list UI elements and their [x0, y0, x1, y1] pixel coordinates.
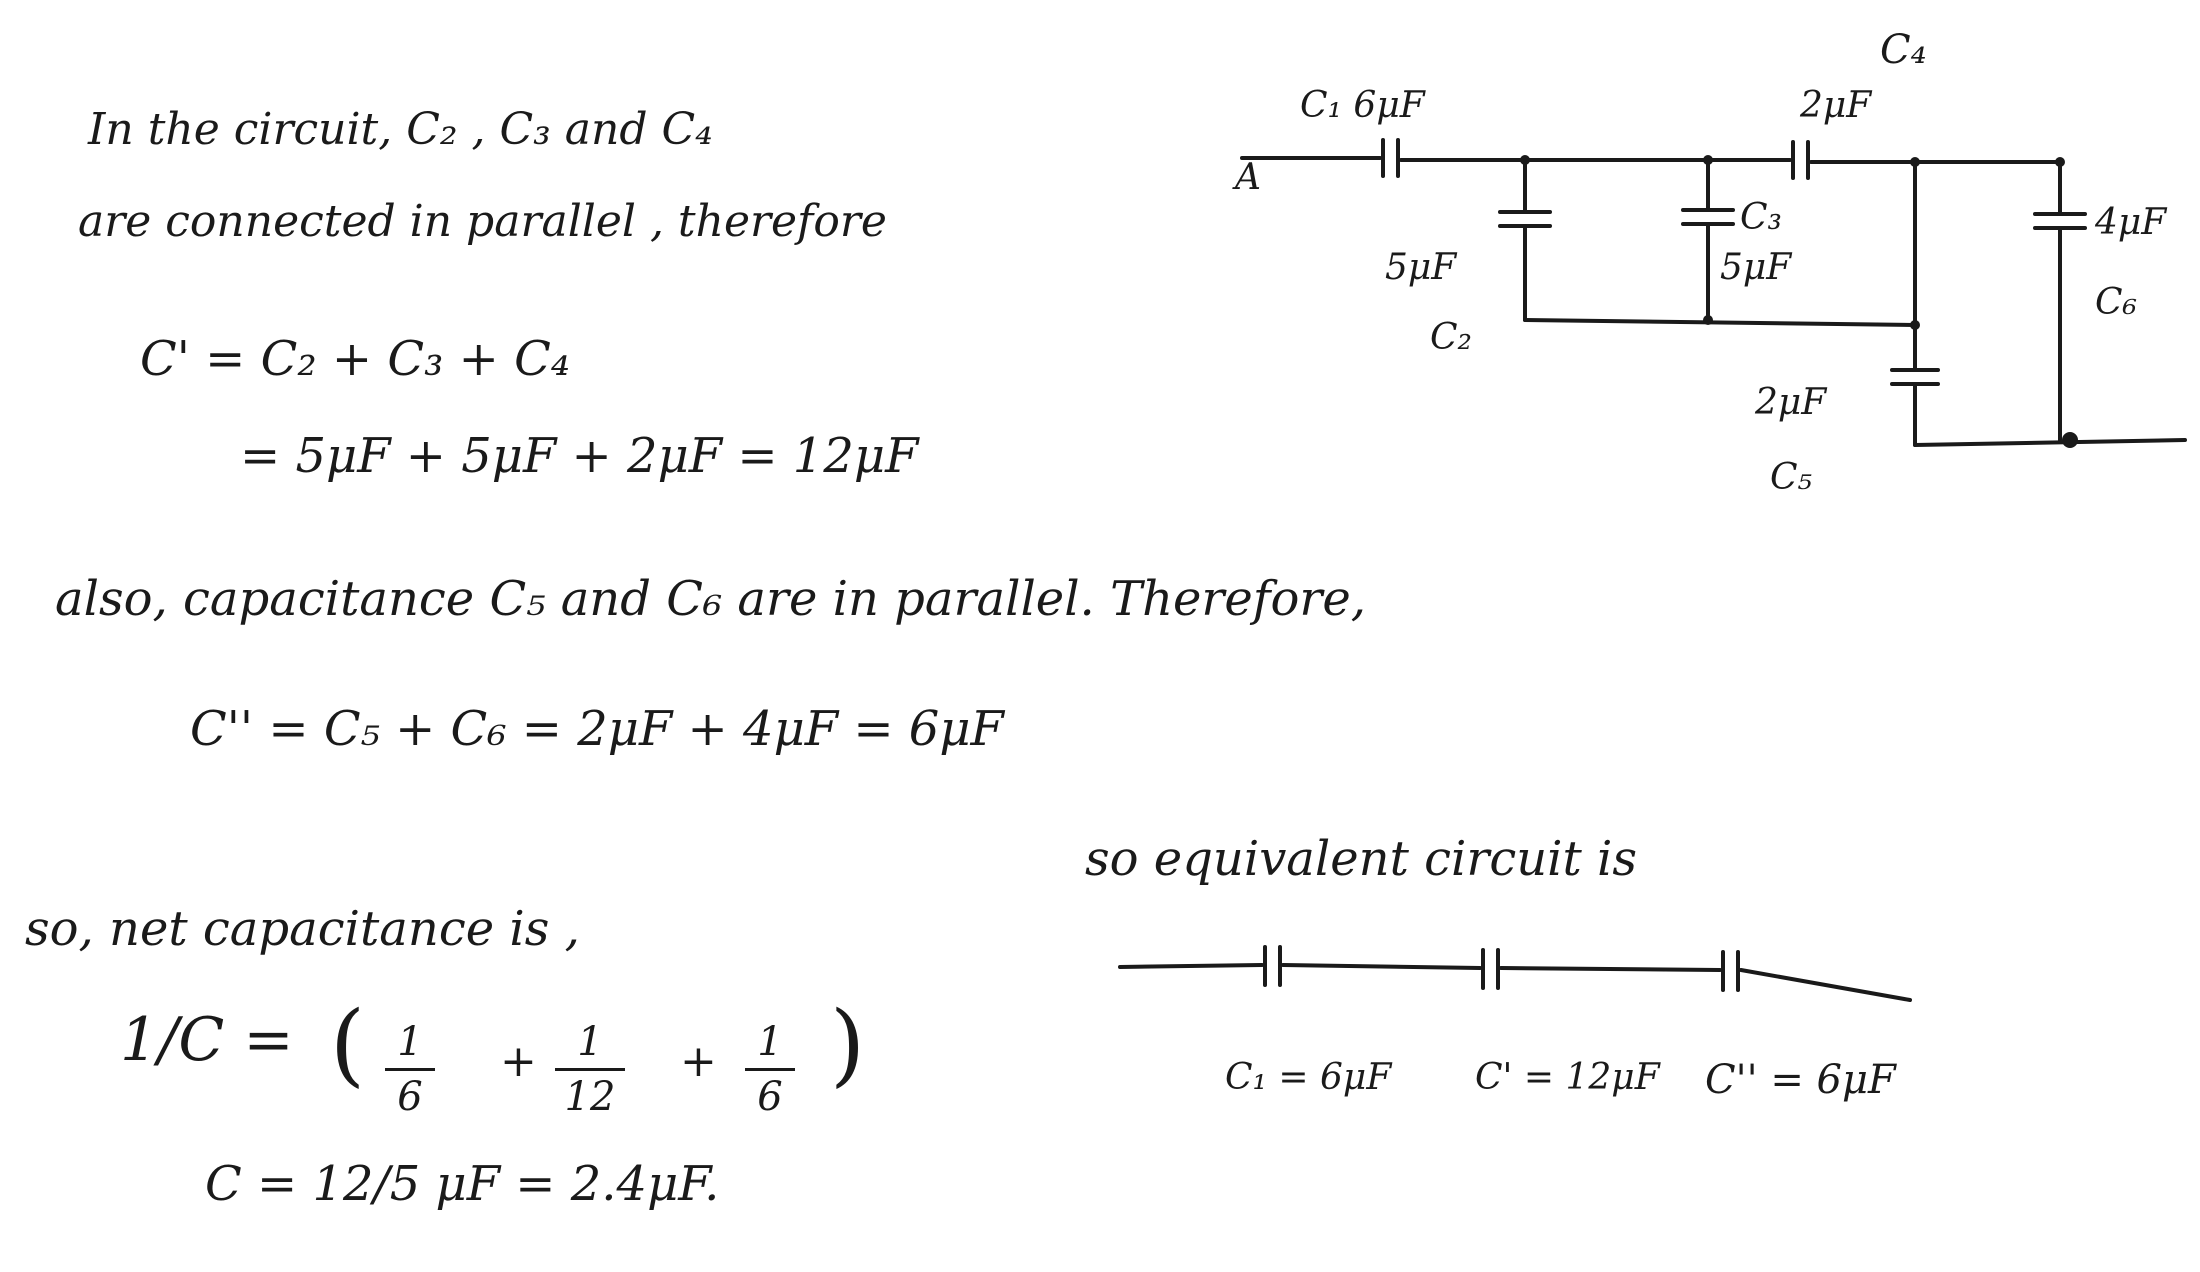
also-text: also, capacitance C₅ and C₆ are in paral…: [55, 571, 1367, 627]
fraction-1: 1 6: [385, 1022, 435, 1117]
c4-value-label: 2μF: [1800, 85, 1872, 126]
cprime-value: = 5μF + 5μF + 2μF = 12μF: [240, 428, 919, 484]
node-dot-4: [1910, 157, 1920, 167]
close-paren: ): [830, 992, 866, 1097]
c5-name-label: C₅: [1770, 457, 1812, 498]
node-dot-6: [2055, 157, 2065, 167]
fraction-3-den: 6: [757, 1074, 783, 1120]
eq-wire-4: [1739, 968, 1912, 1002]
c3-value-label: 5μF: [1720, 247, 1792, 288]
text-line-1: In the circuit, C₂ , C₃ and C₄: [88, 104, 713, 155]
c6-name-label: C₆: [2095, 282, 2137, 323]
text-line-2: are connected in parallel , therefore: [78, 196, 887, 247]
fraction-3: 1 6: [745, 1022, 795, 1117]
fraction-3-bar: [745, 1068, 795, 1071]
c5-value-label: 2μF: [1755, 382, 1827, 423]
wire-output: [1913, 438, 2187, 447]
c4-name-label: C₄: [1880, 27, 1927, 73]
cdouble-equation: C'' = C₅ + C₆ = 2μF + 4μF = 6μF: [190, 701, 1004, 757]
fraction-1-num: 1: [397, 1019, 423, 1065]
fraction-1-bar: [385, 1068, 435, 1071]
node-dot-2: [1703, 155, 1713, 165]
inverse-c-label: 1/C =: [120, 1005, 294, 1075]
cprime-equation: C' = C₂ + C₃ + C₄: [140, 331, 571, 387]
c2-value-label: 5μF: [1385, 247, 1457, 288]
fraction-2-den: 12: [564, 1074, 616, 1120]
fraction-3-num: 1: [757, 1019, 783, 1065]
plus-1: +: [500, 1036, 537, 1087]
eq-wire-2: [1281, 963, 1482, 970]
node-dot-3: [1703, 315, 1713, 325]
node-dot-7: [2062, 432, 2078, 448]
result-equation: C = 12/5 μF = 2.4μF.: [205, 1156, 720, 1212]
c1-label: C₁ 6μF: [1300, 85, 1425, 126]
eq-wire-1: [1118, 963, 1264, 969]
eq-c2-label: C' = 12μF: [1475, 1057, 1660, 1098]
equivalent-caption: so equivalent circuit is: [1085, 831, 1637, 887]
eq-c3-label: C'' = 6μF: [1705, 1057, 1896, 1103]
plus-2: +: [680, 1036, 717, 1087]
c2-name-label: C₂: [1430, 317, 1472, 358]
wire-c2-c3-bottom: [1523, 318, 1917, 327]
fraction-1-den: 6: [397, 1074, 423, 1120]
open-paren: (: [330, 992, 366, 1097]
fraction-2: 1 12: [555, 1022, 625, 1117]
eq-wire-3: [1499, 966, 1722, 972]
node-a-label: A: [1235, 157, 1261, 198]
node-dot-5: [1910, 320, 1920, 330]
c6-value-label: 4μF: [2095, 202, 2167, 243]
c3-name-label: C₃: [1740, 197, 1782, 238]
fraction-2-bar: [555, 1068, 625, 1071]
fraction-2-num: 1: [577, 1019, 603, 1065]
net-capacitance-text: so, net capacitance is ,: [25, 901, 580, 957]
eq-c1-label: C₁ = 6μF: [1225, 1057, 1392, 1098]
node-dot-1: [1520, 155, 1530, 165]
